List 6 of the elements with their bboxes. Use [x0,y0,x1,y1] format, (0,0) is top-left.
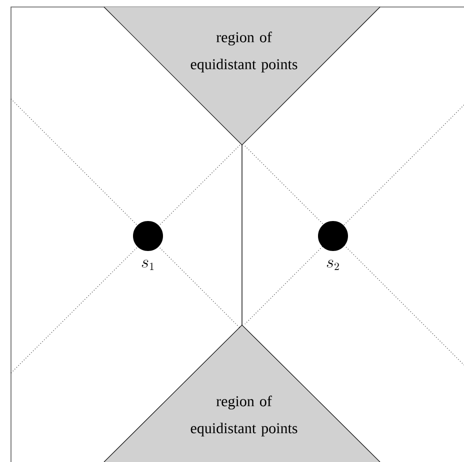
site-dot [318,221,348,251]
region-triangle: region of equidistant points [104,6,380,146]
region-triangle: region of equidistant points [104,324,380,462]
site-dot [133,221,163,251]
site-label: $s_1$ [142,260,154,270]
site-label: $s_2$ [326,260,339,270]
